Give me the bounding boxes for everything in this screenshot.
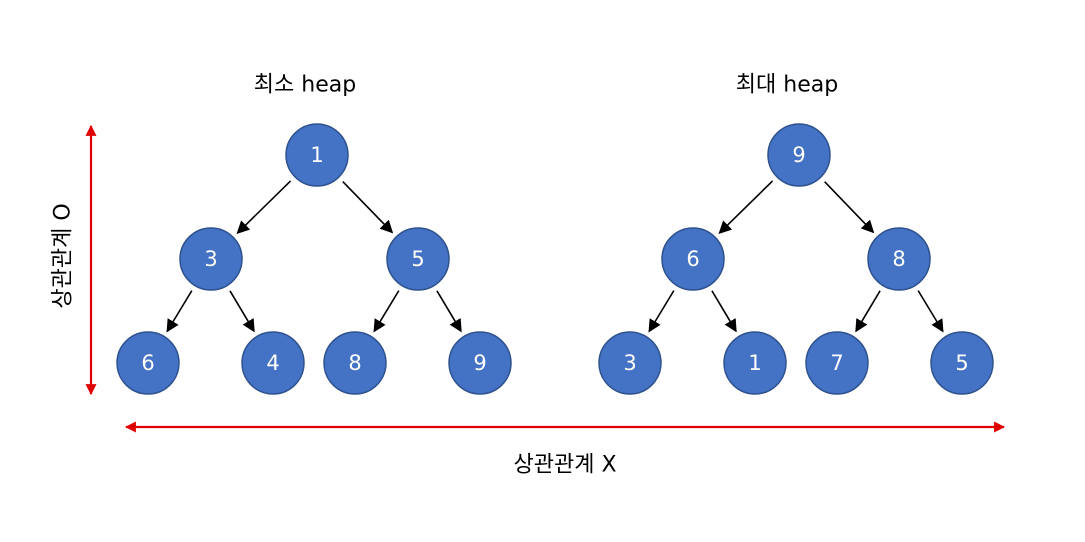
horizontal-axis-label: 상관관계 X [513,453,616,478]
max-heap-node-label: 8 [892,247,905,271]
min-heap-node-circle [448,331,512,395]
min-heap-edge-arrow [229,290,255,333]
min-heap-node: 8 [323,331,387,395]
max-heap-node: 3 [598,331,662,395]
min-heap-node-label: 1 [310,143,323,167]
min-heap-node-label: 8 [348,351,361,375]
min-heap-node-label: 4 [266,351,279,375]
max-heap-edge-arrow [718,180,774,234]
min-heap-node: 4 [241,331,305,395]
min-heap-edge-arrow [166,290,193,333]
heap-nodes: 1 3 5 6 4 8 9 9 6 8 3 1 7 5 [116,123,994,395]
min-heap-node-label: 9 [473,351,486,375]
min-heap-title: 최소 heap [254,73,356,98]
max-heap-node-label: 5 [955,351,968,375]
min-heap-node-circle [116,331,180,395]
min-heap-node: 3 [179,227,243,291]
max-heap-edge-arrow [917,290,944,333]
max-heap-edge-arrow [824,181,875,234]
max-heap-node: 7 [805,331,869,395]
min-heap-node-circle [241,331,305,395]
max-heap-node-circle [767,123,831,187]
min-heap-edge-arrow [436,290,462,333]
max-heap-edge-arrow [648,290,675,333]
max-heap-node-label: 1 [748,351,761,375]
max-heap-node-circle [723,331,787,395]
max-heap-node-circle [867,227,931,291]
max-heap-node-label: 6 [686,247,699,271]
min-heap-node: 1 [285,123,349,187]
max-heap-node-circle [930,331,994,395]
min-heap-edge-arrow [373,290,400,333]
max-heap-node: 5 [930,331,994,395]
max-heap-node-circle [598,331,662,395]
vertical-axis-label: 상관관계 O [51,203,76,308]
max-heap-node-circle [661,227,725,291]
min-heap-node-circle [323,331,387,395]
max-heap-node-circle [805,331,869,395]
min-heap-node: 6 [116,331,180,395]
max-heap-node: 8 [867,227,931,291]
max-heap-node-label: 3 [623,351,636,375]
max-heap-node-label: 7 [830,351,843,375]
min-heap-node-circle [386,227,450,291]
min-heap-node: 5 [386,227,450,291]
heap-edges [166,180,944,333]
max-heap-edge-arrow [855,290,881,333]
min-heap-node-label: 5 [411,247,424,271]
max-heap-node: 1 [723,331,787,395]
min-heap-edge-arrow [236,180,292,234]
max-heap-node-label: 9 [792,143,805,167]
min-heap-node-label: 3 [204,247,217,271]
min-heap-node-circle [285,123,349,187]
max-heap-edge-arrow [711,290,737,333]
max-heap-node: 6 [661,227,725,291]
max-heap-title: 최대 heap [736,73,838,98]
min-heap-node: 9 [448,331,512,395]
max-heap-node: 9 [767,123,831,187]
min-heap-node-circle [179,227,243,291]
min-heap-edge-arrow [342,180,394,234]
min-heap-node-label: 6 [141,351,154,375]
